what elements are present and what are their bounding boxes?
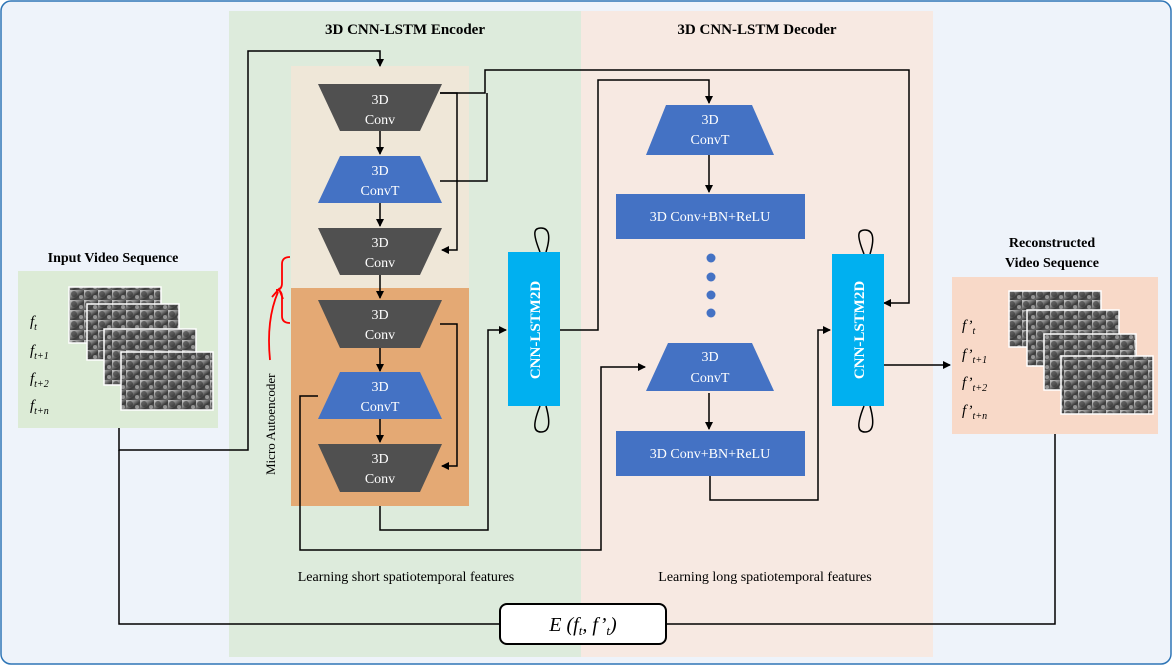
loss-formula: E (ft, f’t)	[548, 614, 617, 638]
decoder-convt-block-2: 3D ConvT	[646, 343, 774, 391]
svg-text:3D: 3D	[371, 164, 388, 179]
output-frame-label: f’t	[962, 318, 976, 337]
output-title-line2: Video Sequence	[1005, 256, 1099, 271]
encoder-caption: Learning short spatiotemporal features	[298, 570, 515, 585]
decoder-conv-bn-relu-block-2: 3D Conv+BN+ReLU	[616, 431, 805, 476]
micro-pointer-arrow	[268, 291, 279, 361]
decoder-title: 3D CNN-LSTM Decoder	[677, 22, 836, 38]
svg-text:3D: 3D	[701, 350, 718, 365]
svg-text:3D Conv+BN+ReLU: 3D Conv+BN+ReLU	[650, 210, 770, 225]
svg-text:3D: 3D	[371, 452, 388, 467]
decoder-convt-block-1: 3D ConvT	[646, 105, 774, 155]
connectors	[118, 50, 1056, 625]
decoder-caption: Learning long spatiotemporal features	[658, 570, 871, 585]
encoder-convt-block-2: 3D ConvT	[318, 372, 442, 419]
input-frame-label: ft+n	[30, 398, 49, 417]
encoder-lstm-label: CNN-LSTM2D	[528, 281, 544, 380]
svg-text:3D: 3D	[371, 308, 388, 323]
input-frames-stack	[68, 286, 214, 411]
output-frame-label: f’t+1	[962, 347, 987, 366]
encoder-convt-block-1: 3D ConvT	[318, 156, 442, 203]
encoder-conv-block-4: 3D Conv	[318, 444, 442, 492]
output-frame-label: f’t+n	[962, 403, 987, 422]
svg-text:Conv: Conv	[365, 256, 395, 271]
micro-autoencoder-label: Micro Autoencoder	[263, 373, 278, 475]
svg-text:3D Conv+BN+ReLU: 3D Conv+BN+ReLU	[650, 447, 770, 462]
decoder-conv-bn-relu-block-1: 3D Conv+BN+ReLU	[616, 194, 805, 239]
svg-text:ConvT: ConvT	[361, 184, 400, 199]
svg-text:3D: 3D	[371, 93, 388, 108]
encoder-title: 3D CNN-LSTM Encoder	[325, 22, 485, 38]
encoder-lstm-block: CNN-LSTM2D	[508, 227, 560, 433]
encoder-conv-block-3: 3D Conv	[318, 300, 442, 348]
svg-text:Conv: Conv	[365, 328, 395, 343]
svg-text:Conv: Conv	[365, 113, 395, 128]
encoder-conv-block-1: 3D Conv	[318, 84, 442, 131]
decoder-lstm-label: CNN-LSTM2D	[852, 281, 868, 380]
loss-box	[499, 603, 667, 645]
output-frame-label: f’t+2	[962, 375, 987, 394]
output-title-line1: Reconstructed	[1009, 236, 1096, 251]
input-frame-label: ft+1	[30, 343, 49, 362]
input-frame-image	[120, 351, 214, 411]
output-frame-image	[1060, 355, 1154, 415]
decoder-ellipsis-dots	[706, 253, 716, 318]
svg-text:3D: 3D	[701, 113, 718, 128]
input-frame-label: ft	[30, 314, 37, 333]
encoder-conv-block-2: 3D Conv	[318, 228, 442, 275]
svg-text:Conv: Conv	[365, 472, 395, 487]
input-frame-label: ft+2	[30, 371, 49, 390]
output-frames-stack	[1008, 290, 1154, 415]
svg-text:ConvT: ConvT	[691, 371, 730, 386]
svg-text:3D: 3D	[371, 380, 388, 395]
micro-brace	[275, 256, 291, 324]
svg-text:ConvT: ConvT	[691, 133, 730, 148]
decoder-lstm-block: CNN-LSTM2D	[832, 229, 884, 433]
svg-text:3D: 3D	[371, 236, 388, 251]
svg-text:ConvT: ConvT	[361, 400, 400, 415]
input-title: Input Video Sequence	[48, 251, 179, 266]
